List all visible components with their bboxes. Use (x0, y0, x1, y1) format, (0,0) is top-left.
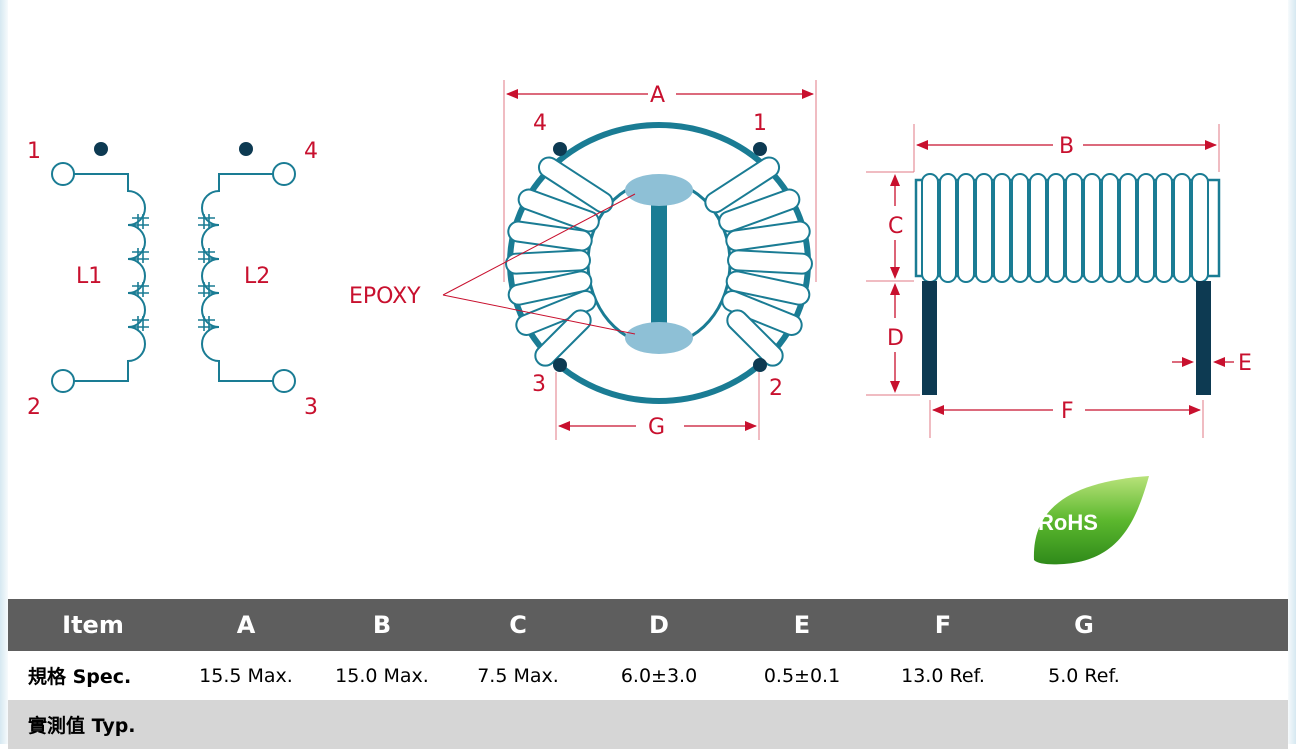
dim-label-a: A (650, 83, 665, 108)
diagram-svg: 1 2 4 3 L1 L2 A (27, 80, 1252, 440)
typ-f (872, 700, 1014, 749)
pin-label-2: 2 (27, 395, 41, 420)
typ-b (314, 700, 450, 749)
pin-label-1: 1 (27, 139, 41, 164)
header-f: F (872, 597, 1014, 651)
header-a: A (178, 597, 314, 651)
header-e: E (732, 597, 872, 651)
table-row-typ: 實測值 Typ. (8, 700, 1288, 749)
row-label-spec: 規格 Spec. (8, 651, 178, 700)
typ-a (178, 700, 314, 749)
dim-label-f: F (1061, 399, 1074, 424)
core-marks-right (198, 214, 215, 331)
diagram-canvas: 1 2 4 3 L1 L2 A (8, 0, 1288, 597)
header-spacer (1154, 597, 1288, 651)
typ-g (1014, 700, 1154, 749)
lead-right (1196, 281, 1211, 395)
spec-e: 0.5±0.1 (732, 651, 872, 700)
polarity-dot-1 (753, 142, 767, 156)
terminal-1 (51, 162, 75, 186)
spec-a: 15.5 Max. (178, 651, 314, 700)
spec-d: 6.0±3.0 (586, 651, 732, 700)
center-divider (651, 200, 667, 330)
spec-table: Item A B C D E F G 規格 Spec. 15.5 Max. 15… (8, 597, 1288, 749)
spec-f: 13.0 Ref. (872, 651, 1014, 700)
epoxy-label: EPOXY (349, 284, 421, 309)
typ-e (732, 700, 872, 749)
toroid-view: A 4 1 3 2 (349, 80, 817, 440)
inductor-label-l2: L2 (244, 264, 270, 289)
header-b: B (314, 597, 450, 651)
winding-left (505, 156, 614, 367)
side-view: B C (866, 124, 1252, 438)
pin-label-4: 4 (304, 139, 318, 164)
typ-c (450, 700, 586, 749)
leaf-icon (1033, 476, 1149, 565)
pin-label-3: 3 (304, 395, 318, 420)
lead-dot-3 (553, 358, 567, 372)
dim-label-g: G (648, 415, 665, 440)
header-d: D (586, 597, 732, 651)
spec-c: 7.5 Max. (450, 651, 586, 700)
dim-label-e: E (1238, 351, 1252, 376)
rohs-text: RoHS (1038, 510, 1098, 535)
row-label-typ: 實測值 Typ. (8, 700, 178, 749)
dim-label-b: B (1059, 134, 1074, 159)
lead-dot-2 (753, 358, 767, 372)
lead-left (922, 281, 937, 395)
header-c: C (450, 597, 586, 651)
coil-turns (921, 173, 1209, 283)
epoxy-top (625, 174, 693, 206)
table-header-row: Item A B C D E F G (8, 597, 1288, 651)
winding-right (704, 156, 813, 367)
toroid-pin-3: 3 (532, 372, 546, 397)
header-item: Item (8, 597, 178, 651)
schematic: 1 2 4 3 L1 L2 (27, 139, 318, 420)
spec-b: 15.0 Max. (314, 651, 450, 700)
inductor-label-l1: L1 (76, 264, 102, 289)
header-g: G (1014, 597, 1154, 651)
polarity-dot-left (94, 142, 108, 156)
toroid-pin-2: 2 (769, 376, 783, 401)
terminal-3 (272, 369, 296, 393)
toroid-pin-4: 4 (533, 111, 547, 136)
typ-d (586, 700, 732, 749)
dim-label-c: C (888, 214, 903, 239)
dim-label-d: D (887, 326, 904, 351)
toroid-pin-1: 1 (753, 111, 767, 136)
table-row-spec: 規格 Spec. 15.5 Max. 15.0 Max. 7.5 Max. 6.… (8, 651, 1288, 700)
polarity-dot-4 (553, 142, 567, 156)
polarity-dot-right (239, 142, 253, 156)
rohs-badge (1033, 476, 1149, 565)
terminal-4 (272, 162, 296, 186)
core-marks-left (132, 214, 149, 331)
spec-g: 5.0 Ref. (1014, 651, 1154, 700)
epoxy-bottom (625, 322, 693, 354)
terminal-2 (51, 369, 75, 393)
